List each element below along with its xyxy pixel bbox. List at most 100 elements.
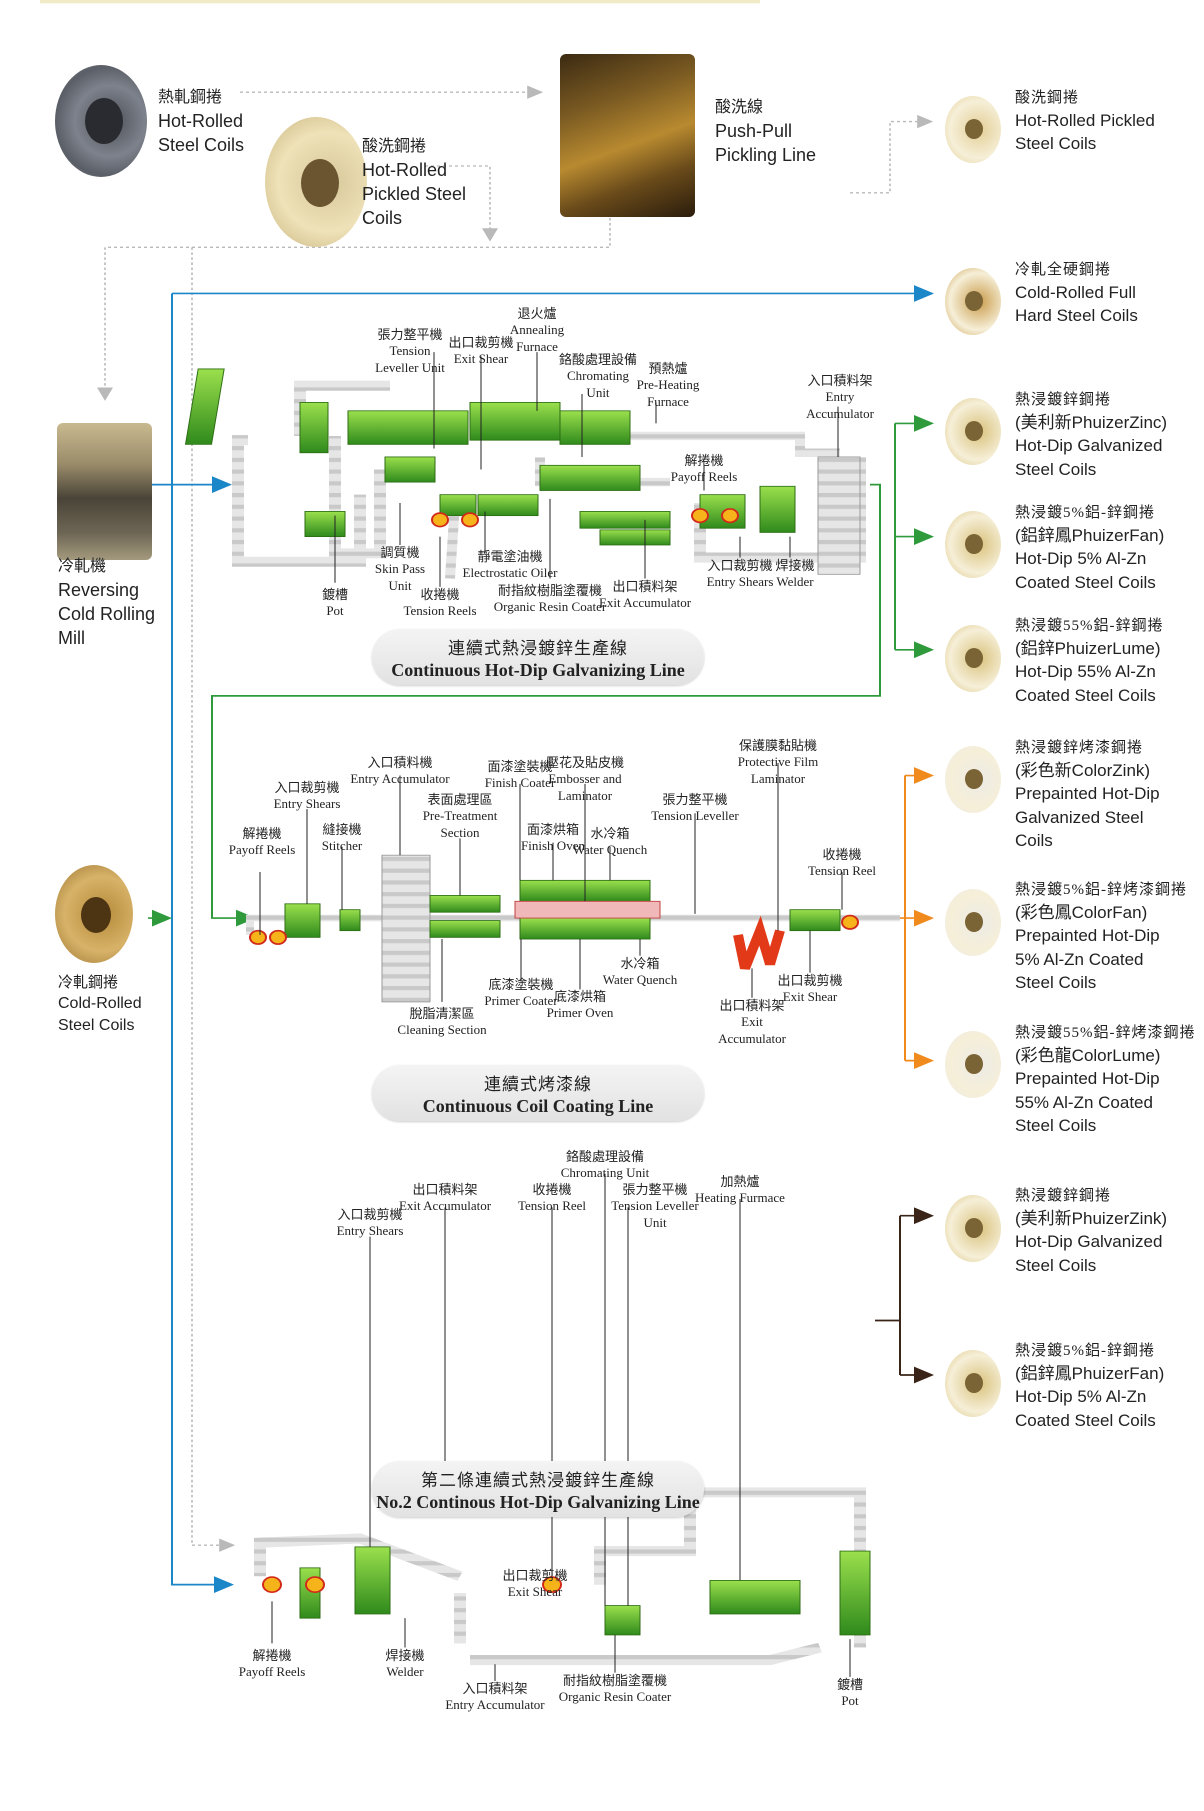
- equipment-name-zh: 焊接機: [385, 1648, 425, 1663]
- equipment-name-zh: 出口積料架: [412, 1182, 478, 1197]
- cold-rolled-en1: Cold-Rolled: [58, 995, 142, 1013]
- equipment-name-en: Furnace: [516, 338, 558, 354]
- product-name-zh: 熱浸鍍鋅鋼捲: [1015, 392, 1112, 408]
- cgl-machinery: [184, 368, 866, 579]
- equipment-name-en: Chromating Unit: [560, 1165, 650, 1181]
- product-name-zh: 熱浸鍍5%鋁-鋅烤漆鋼捲: [1015, 882, 1187, 898]
- cgl-title-zh: 連續式熱浸鍍鋅生產線: [448, 639, 628, 658]
- equipment-name-zh: 面漆塗裝機: [487, 759, 553, 774]
- equipment-name-en: Entry Shears: [336, 1223, 404, 1239]
- pickling-line-label: 酸洗線 Push-Pull Pickling Line: [715, 97, 816, 167]
- product-line: Steel Coils: [1015, 1116, 1097, 1136]
- equipment-name-zh: 入口積料機: [367, 755, 433, 770]
- pickled-en2: Pickled Steel: [362, 183, 467, 204]
- equipment-name-en: Primer Oven: [546, 1005, 614, 1021]
- product-coil-image: [945, 746, 1001, 813]
- equipment-name-zh: 收捲機: [822, 847, 862, 862]
- pickling-line-en2: Pickling Line: [715, 144, 817, 165]
- pickled-en3: Coils: [362, 208, 403, 229]
- equipment-name-en: Skin Pass: [374, 561, 426, 577]
- equipment-name-en: Organic Resin Coater: [558, 1689, 672, 1705]
- hot-rolled-en2: Steel Coils: [158, 134, 245, 155]
- pickled-label: 酸洗鋼捲 Hot-Rolled Pickled Steel Coils: [362, 136, 466, 230]
- equipment-name-zh: 入口裁剪機: [707, 558, 773, 573]
- product-line: Hard Steel Coils: [1015, 306, 1138, 326]
- equipment-name-zh: 出口裁剪機: [777, 973, 843, 988]
- product-line: Steel Coils: [1015, 134, 1097, 154]
- hot-rolled-en1: Hot-Rolled: [158, 110, 244, 131]
- product-name-zh: 熱浸鍍5%鋁-鋅鋼捲: [1015, 1343, 1155, 1359]
- equipment-name-zh: 出口積料架: [719, 998, 785, 1013]
- product-name-zh: 熱浸鍍鋅烤漆鋼捲: [1015, 740, 1144, 756]
- equipment-name-en: Entry Shears: [273, 796, 341, 812]
- product-line: Coated Steel Coils: [1015, 572, 1156, 592]
- equipment-name-en: Laminator: [750, 770, 806, 786]
- product-line: Steel Coils: [1015, 1255, 1097, 1275]
- equipment-name-en: Finish Oven: [521, 838, 585, 854]
- product-label: 熱浸鍍鋅鋼捲(美利新PhuizerZinc)Hot-Dip Galvanized…: [1015, 390, 1167, 481]
- mill-en2: Cold Rolling: [58, 603, 156, 624]
- equipment-name-en: Accumulator: [718, 1030, 786, 1046]
- equipment-name-en: Tension Reel: [807, 863, 877, 879]
- equipment-name-zh: 入口積料架: [807, 373, 873, 388]
- product-name-zh: 熱浸鍍鋅鋼捲: [1015, 1188, 1112, 1204]
- equipment-name-en: Exit: [741, 1014, 763, 1030]
- equipment-name-en: Leveller Unit: [375, 359, 445, 375]
- cgl-title-pill: 連續式熱浸鍍鋅生產線 Continuous Hot-Dip Galvanizin…: [372, 629, 704, 685]
- equipment-name-zh: 焊接機: [775, 558, 815, 573]
- equipment-name-en: Unit: [388, 577, 412, 593]
- cold-rolled-en2: Steel Coils: [58, 1016, 135, 1034]
- product-line: Hot-Dip Galvanized: [1015, 1232, 1163, 1252]
- equipment-name-en: Entry Accumulator: [445, 1697, 545, 1713]
- equipment-name-zh: 底漆塗裝機: [488, 977, 554, 992]
- equipment-name-en: Tension Reels: [403, 603, 477, 619]
- product-line: Hot-Rolled Pickled: [1015, 110, 1155, 130]
- product-label: 熱浸鍍鋅烤漆鋼捲(彩色新ColorZink)Prepainted Hot-Dip…: [1015, 738, 1160, 853]
- equipment-name-en: Pot: [841, 1693, 859, 1709]
- product-coil-image: [945, 268, 1001, 335]
- equipment-name-en: Entry Shears: [706, 574, 774, 590]
- ccl-machinery: [246, 854, 900, 1003]
- equipment-name-zh: 入口裁剪機: [337, 1207, 403, 1222]
- equipment-name-en: Entry Accumulator: [350, 771, 450, 787]
- equipment-name-zh: 解捲機: [242, 826, 282, 841]
- product-line: Hot-Dip 55% Al-Zn: [1015, 662, 1156, 682]
- equipment-name-zh: 水冷箱: [620, 956, 660, 971]
- equipment-name-zh: 解捲機: [252, 1648, 292, 1663]
- equipment-name-en: Accumulator: [806, 405, 874, 421]
- callout-leaders: [259, 352, 851, 1682]
- mill-en1: Reversing: [58, 579, 140, 600]
- product-coil-image: [945, 1350, 1001, 1417]
- product-coil-image: [945, 1031, 1001, 1098]
- product-line: 55% Al-Zn Coated: [1015, 1092, 1153, 1112]
- equipment-name-en: Water Quench: [572, 842, 648, 858]
- cold-rolled-zh: 冷軋鋼捲: [58, 975, 119, 991]
- product-line: Coated Steel Coils: [1015, 1410, 1156, 1430]
- product-line: (美利新PhuizerZink): [1015, 1208, 1168, 1228]
- equipment-name-en: Tension: [389, 343, 431, 359]
- pickled-zh: 酸洗鋼捲: [362, 138, 427, 155]
- equipment-name-en: Furnace: [647, 393, 689, 409]
- equipment-name-en: Tension Leveller: [651, 808, 739, 824]
